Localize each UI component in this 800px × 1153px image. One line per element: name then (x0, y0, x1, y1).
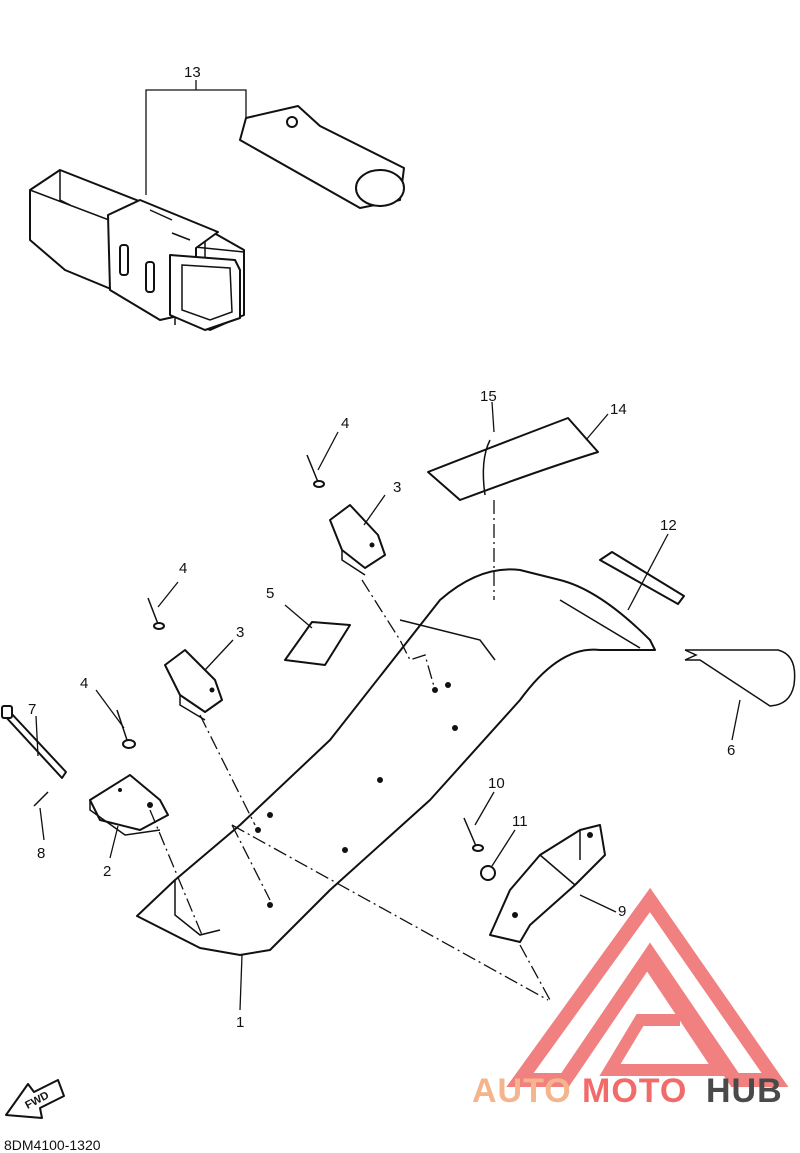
part-10-screw (463, 817, 484, 852)
watermark-text-hub: HUB (706, 1072, 783, 1110)
part-12-strip (599, 551, 685, 605)
part-6-wire-bracket (684, 649, 796, 707)
part-7-bolt (1, 705, 67, 779)
callout-12: 12 (660, 517, 677, 534)
callout-3-lower: 3 (236, 624, 244, 641)
callout-2: 2 (103, 863, 111, 880)
part-4-screw-upper (306, 454, 325, 488)
watermark-text-auto: AUTO (472, 1072, 572, 1110)
part-3-clip-lower (164, 649, 223, 721)
callout-5: 5 (266, 585, 274, 602)
fwd-arrow: FWD (5, 1079, 65, 1119)
watermark: AUTO MOTO HUB (472, 887, 789, 1110)
callout-7: 7 (28, 701, 36, 718)
callout-4-upper: 4 (341, 415, 349, 432)
watermark-text-moto: MOTO (582, 1072, 687, 1110)
part-2-bracket (89, 774, 169, 836)
part-3-clip-upper (329, 504, 386, 576)
chain-lines (149, 500, 551, 1001)
callout-10: 10 (488, 775, 505, 792)
callout-4-mid: 4 (179, 560, 187, 577)
callout-9: 9 (618, 903, 626, 920)
callout-8: 8 (37, 845, 45, 862)
callout-15: 15 (480, 388, 497, 405)
callout-6: 6 (727, 742, 735, 759)
part-code: 8DM4100-1320 (4, 1137, 101, 1153)
part-4-screw-mid (147, 597, 165, 630)
part-14-tape (427, 417, 599, 501)
leader-lines (35, 401, 741, 1011)
part-8-pin (33, 791, 49, 807)
callout-1: 1 (236, 1014, 244, 1031)
callout-4-lower: 4 (80, 675, 88, 692)
watermark-logo-icon (506, 887, 789, 1087)
part-13-relay-assembly (29, 80, 405, 331)
part-4-screw-lower (116, 709, 136, 749)
callout-14: 14 (610, 401, 627, 418)
callout-13: 13 (184, 64, 201, 81)
part-9-holder (489, 824, 606, 943)
callout-labels: 1 2 3 3 4 4 4 5 6 7 8 9 10 11 12 13 14 1… (28, 64, 735, 1031)
part-5-pad (284, 621, 351, 666)
callout-3-upper: 3 (393, 479, 401, 496)
part-11-collar (480, 865, 496, 881)
part-1-main-plate (136, 568, 656, 956)
callout-11: 11 (512, 813, 528, 830)
